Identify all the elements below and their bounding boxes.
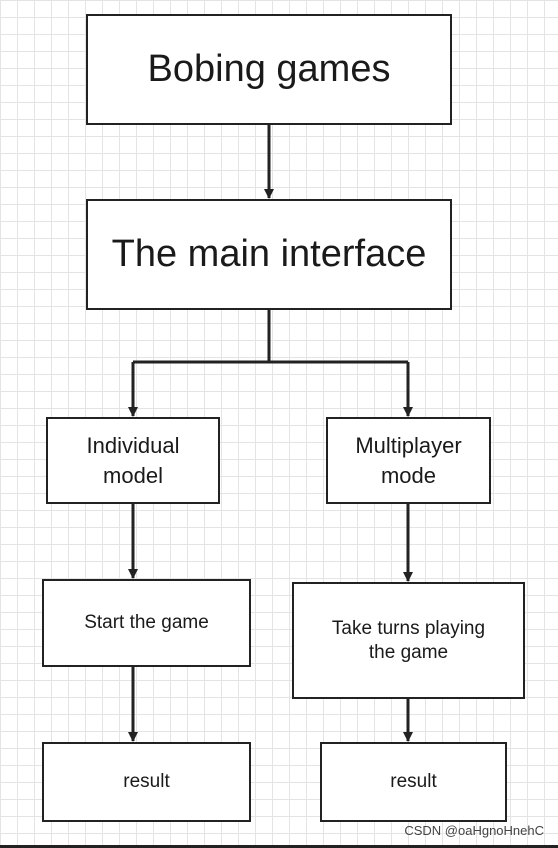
node-label: Multiplayer mode (355, 432, 462, 488)
node-result-left: result (42, 742, 251, 822)
node-label: result (390, 771, 437, 792)
node-individual-model: Individual model (46, 417, 220, 504)
node-multiplayer-mode: Multiplayer mode (326, 417, 491, 504)
node-bobing-games: Bobing games (86, 14, 452, 125)
node-main-interface: The main interface (86, 199, 452, 310)
node-result-right: result (320, 742, 507, 822)
bottom-border (0, 845, 558, 848)
node-take-turns: Take turns playing the game (292, 582, 525, 699)
node-label: Start the game (84, 612, 209, 633)
node-label: Individual model (86, 432, 180, 488)
node-label: Take turns playing the game (331, 617, 486, 663)
node-label: result (123, 771, 170, 792)
node-start-the-game: Start the game (42, 579, 251, 667)
node-label: The main interface (111, 233, 427, 275)
watermark: CSDN @oaHgnoHnehC (404, 823, 544, 838)
node-label: Bobing games (147, 48, 391, 90)
